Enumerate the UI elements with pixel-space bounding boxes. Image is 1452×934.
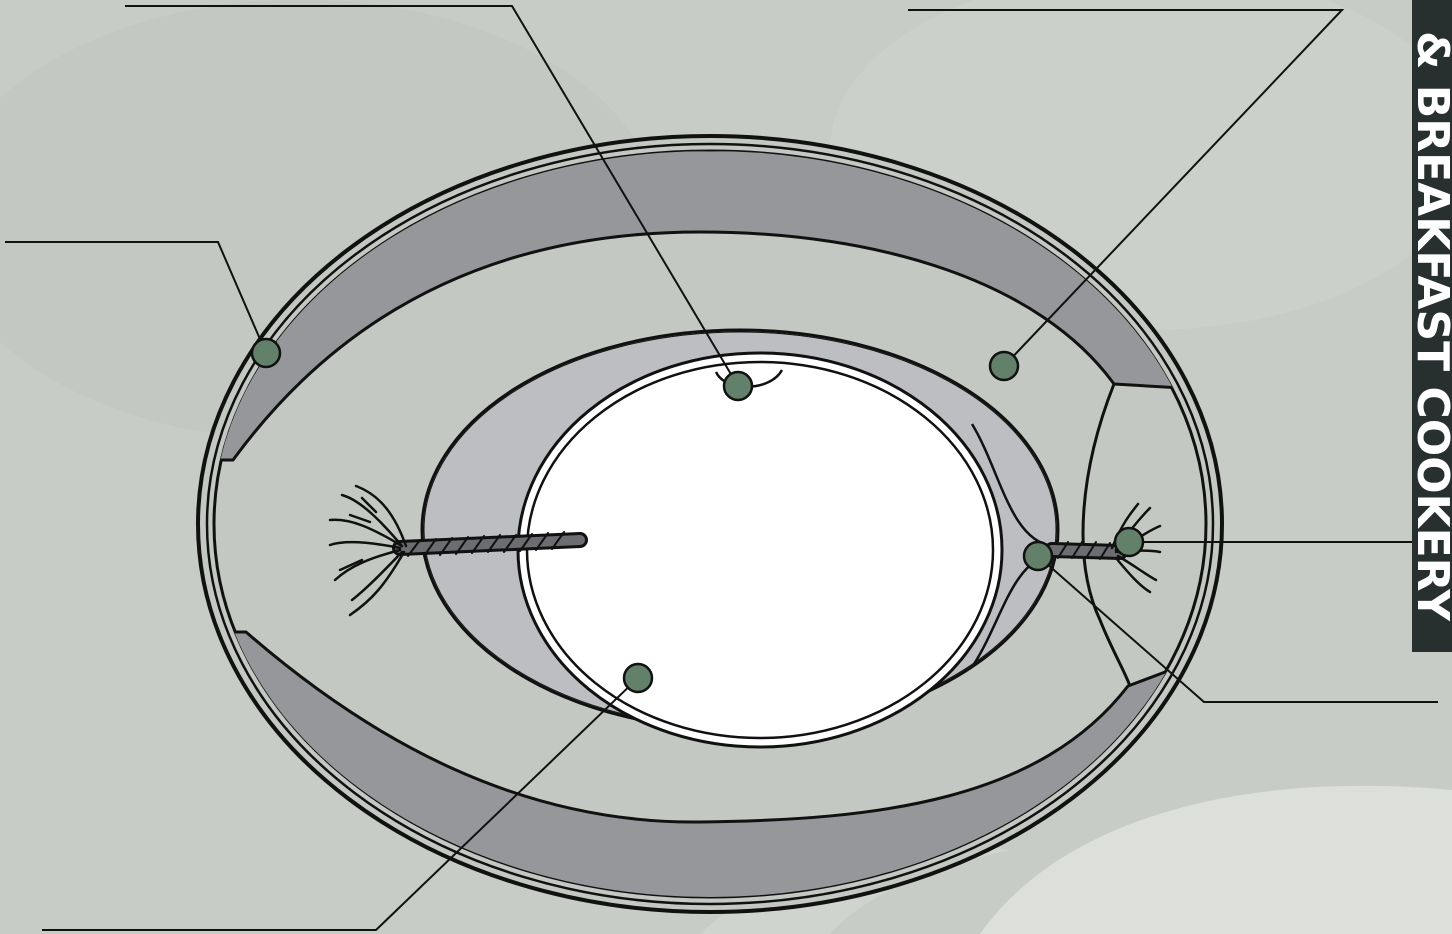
marker-membrane [1115,528,1143,556]
side-tab-label: & BREAKFAST COOKERY [1412,31,1452,621]
marker-shell [252,339,280,367]
yolk [518,353,1002,747]
side-tab: & BREAKFAST COOKERY [1412,0,1452,652]
marker-yolk [624,664,652,692]
yolk-interior [527,362,993,738]
marker-chalaza [1024,542,1052,570]
marker-germinal-disc [724,372,752,400]
marker-air-cell [990,352,1018,380]
